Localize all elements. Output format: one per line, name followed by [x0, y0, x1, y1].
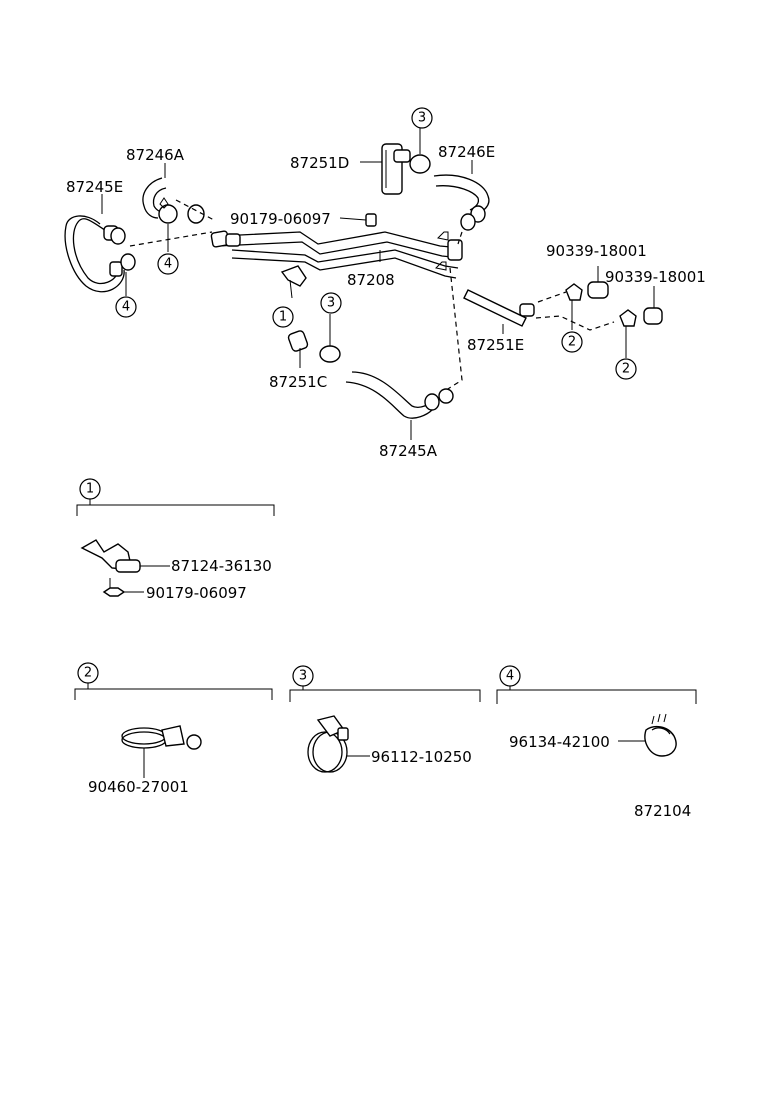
callout-4-a: 4 — [157, 253, 179, 275]
label-90179-06097-top: 90179-06097 — [230, 210, 331, 228]
label-87251C: 87251C — [269, 373, 327, 391]
label-90339-18001-a: 90339-18001 — [546, 242, 647, 260]
bolt-90179-top — [365, 213, 377, 227]
svg-text:2: 2 — [568, 335, 576, 350]
clamp-2-b — [619, 309, 637, 327]
svg-text:4: 4 — [122, 300, 130, 315]
svg-text:2: 2 — [84, 666, 92, 681]
label-87246A: 87246A — [126, 146, 185, 164]
callout-3-detail: 3 — [292, 665, 314, 687]
svg-text:4: 4 — [164, 257, 172, 272]
sleeve-90339-b — [643, 307, 663, 325]
hose-87246E — [433, 174, 490, 245]
label-90179-06097-detail: 90179-06097 — [146, 584, 247, 602]
hose-87245A — [345, 371, 454, 419]
pipe-87251D — [381, 143, 431, 195]
callout-2-detail: 2 — [77, 662, 99, 684]
label-87251E: 87251E — [467, 336, 524, 354]
callout-1-detail: 1 — [79, 478, 101, 500]
detail-4: 4 96134-42100 — [496, 665, 697, 757]
callout-4-detail: 4 — [499, 665, 521, 687]
label-87245E: 87245E — [66, 178, 123, 196]
label-87245A: 87245A — [379, 442, 438, 460]
label-96112-10250: 96112-10250 — [371, 748, 472, 766]
label-87124-36130: 87124-36130 — [171, 557, 272, 575]
label-87208: 87208 — [347, 271, 395, 289]
label-90460-27001: 90460-27001 — [88, 778, 189, 796]
svg-text:3: 3 — [327, 296, 335, 311]
label-87246E: 87246E — [438, 143, 495, 161]
pipe-87251E — [463, 289, 615, 331]
detail-1: 1 87124-36130 90179-06097 — [76, 478, 275, 602]
svg-text:4: 4 — [506, 669, 514, 684]
label-90339-18001-b: 90339-18001 — [605, 268, 706, 286]
callout-4-b: 4 — [115, 296, 137, 318]
svg-text:3: 3 — [418, 111, 426, 126]
clamp-2-a — [565, 283, 583, 301]
hose-87245E — [64, 215, 136, 293]
callout-2-a: 2 — [561, 331, 583, 353]
pipe-87251C — [287, 330, 341, 363]
bracket-callout-1 — [280, 265, 307, 299]
callout-2-b: 2 — [615, 358, 637, 380]
svg-text:1: 1 — [86, 482, 94, 497]
label-96134-42100: 96134-42100 — [509, 733, 610, 751]
callout-1-main: 1 — [272, 306, 294, 328]
svg-text:1: 1 — [279, 310, 287, 325]
detail-3: 3 96112-10250 — [289, 665, 481, 773]
callout-3-top: 3 — [411, 107, 433, 129]
hose-87246A — [142, 177, 205, 224]
label-87251D: 87251D — [290, 154, 349, 172]
detail-2: 2 90460-27001 — [74, 662, 273, 796]
diagram-number: 872104 — [634, 802, 691, 820]
svg-text:3: 3 — [299, 669, 307, 684]
leader-lines — [101, 128, 655, 440]
pipe-assembly-87208 — [210, 230, 463, 279]
svg-text:2: 2 — [622, 362, 630, 377]
callout-3-mid: 3 — [320, 292, 342, 314]
